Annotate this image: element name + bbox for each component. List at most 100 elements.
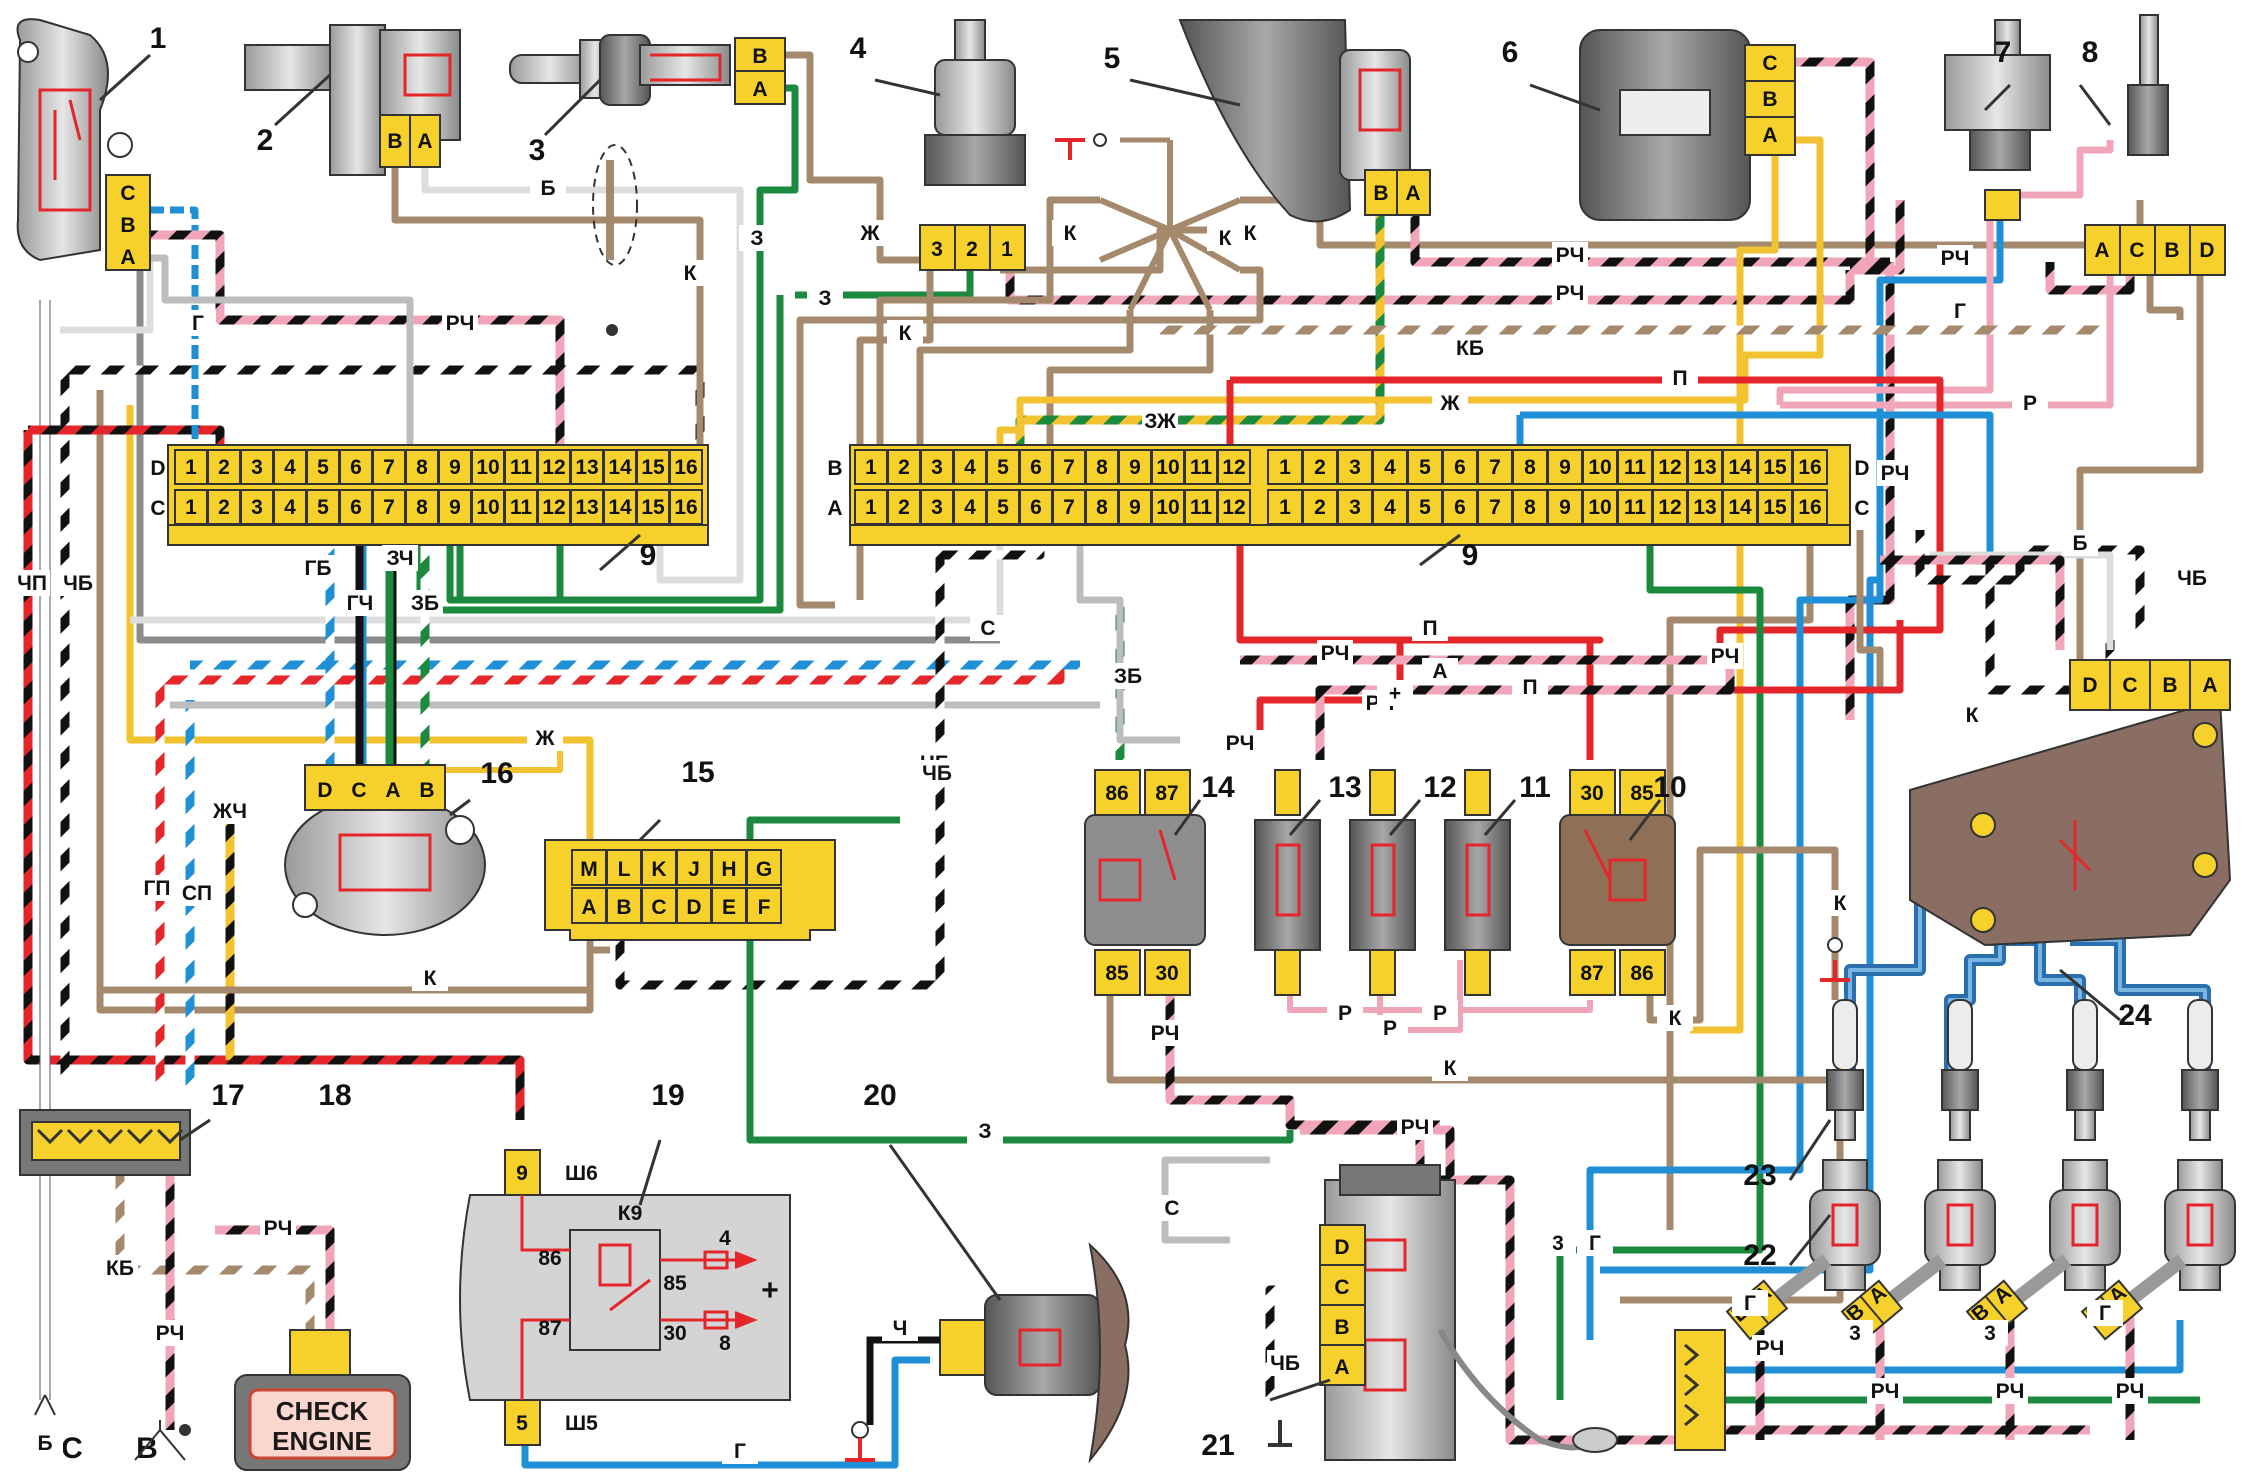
wire-color-label: П bbox=[1672, 367, 1687, 390]
ecu-right-b-pin-c: 16 bbox=[1798, 496, 1821, 519]
ecu-right-b-pin-d: 5 bbox=[1419, 456, 1431, 479]
ecu-right-a-pin-a: 1 bbox=[865, 496, 877, 519]
wire-label-bg bbox=[1110, 663, 1146, 689]
wire-label-bg bbox=[1372, 1015, 1408, 1041]
wire-kb-17 bbox=[75, 1165, 315, 1330]
pin-cell bbox=[1512, 449, 1548, 485]
pin-cell bbox=[1792, 449, 1828, 485]
component-number: 10 bbox=[1653, 771, 1686, 804]
ecu-left-pin-d: 11 bbox=[510, 456, 533, 479]
wire-brown-1 bbox=[96, 390, 610, 1014]
wire-brown-15 bbox=[100, 940, 594, 994]
ecu-right-b-pin-c: 8 bbox=[1524, 496, 1536, 519]
injector: BA bbox=[1725, 1159, 1881, 1341]
wire-color-label: РЧ bbox=[1321, 642, 1350, 665]
component-number: 1 bbox=[150, 22, 167, 55]
wire-color-label: С bbox=[1164, 1197, 1179, 1220]
wire-label-bg bbox=[1327, 1000, 1363, 1026]
pin: 30 bbox=[1155, 962, 1178, 985]
wire-color-label: Г bbox=[1744, 1292, 1756, 1315]
wire-label-bg bbox=[139, 875, 175, 901]
wire-green-fan bbox=[746, 816, 1294, 1144]
wire-label-bg bbox=[1432, 1055, 1468, 1081]
wire-rc-1 bbox=[150, 230, 565, 480]
wire-color-label: РЧ bbox=[2116, 1380, 2145, 1403]
wire-white-b-right bbox=[1930, 551, 2114, 650]
diag-pin: H bbox=[721, 858, 736, 881]
pin-cell bbox=[1722, 489, 1758, 525]
row-label: A bbox=[827, 497, 842, 520]
ecu-right-b-pin-c: 4 bbox=[1384, 496, 1396, 519]
wire-brown-k4 bbox=[796, 266, 1264, 609]
wire-label-bg bbox=[1432, 390, 1468, 416]
pin: C bbox=[2129, 239, 2144, 262]
wire-rc-branch bbox=[1850, 200, 1905, 275]
pin-cell bbox=[1184, 449, 1218, 485]
wire-label-bg bbox=[179, 880, 215, 906]
wire-color-label: ГП bbox=[144, 877, 171, 900]
wire-color-label: К bbox=[1219, 227, 1232, 250]
ecu-left-pin-c: 2 bbox=[218, 496, 230, 519]
wire-color-label: РЧ bbox=[1151, 1022, 1180, 1045]
pin: A bbox=[1405, 182, 1420, 205]
wire-label-bg bbox=[852, 220, 888, 246]
ecu-left-pin-d: 3 bbox=[251, 456, 263, 479]
wire-label-bg bbox=[212, 798, 248, 824]
wire-color-label: Р bbox=[1383, 1017, 1397, 1040]
wire-label-bg bbox=[1867, 1378, 1903, 1404]
star-node bbox=[1098, 140, 1242, 312]
pin: B bbox=[2162, 674, 2177, 697]
wire-color-label: ЧП bbox=[17, 572, 47, 595]
ecu-left-pin-c: 14 bbox=[608, 496, 632, 519]
pin-cell bbox=[471, 489, 505, 525]
pin: 8 bbox=[719, 1332, 731, 1355]
wire-label-bg bbox=[180, 310, 216, 336]
wire-color-label: ГЧ bbox=[347, 592, 374, 615]
wire-label-bg bbox=[1317, 640, 1353, 666]
diag-pin: D bbox=[686, 896, 701, 919]
ecu-right-b-pin-d: 4 bbox=[1384, 456, 1396, 479]
spark-plug bbox=[1826, 999, 1864, 1141]
component-number: 15 bbox=[681, 756, 714, 789]
pin-cell bbox=[306, 449, 340, 485]
wire-color-label: Ч bbox=[893, 1317, 908, 1340]
fuse-12 bbox=[1349, 769, 1416, 996]
ecu-left-pin-c: 13 bbox=[575, 496, 598, 519]
ecu-left-pin-d: 9 bbox=[449, 456, 461, 479]
ecu-right-a-pin-a: 12 bbox=[1222, 496, 1245, 519]
ecu-right-a-pin-a: 5 bbox=[997, 496, 1009, 519]
spark-plugs-23 bbox=[1826, 999, 2219, 1141]
sensor-6: C B A bbox=[1579, 29, 1796, 221]
wire-green-ecu-r bbox=[1556, 530, 1764, 1400]
ecu-right-a-pin-b: 11 bbox=[1190, 456, 1213, 479]
ecu-right-b-pin-d: 11 bbox=[1624, 456, 1647, 479]
injector-harness-connector bbox=[1674, 1329, 1726, 1451]
pin-cell bbox=[606, 887, 642, 924]
row-label: D bbox=[1854, 457, 1869, 480]
pin-cell bbox=[174, 449, 208, 485]
ecu-left-pin-d: 10 bbox=[476, 456, 499, 479]
ecu-left-pin-d: 4 bbox=[284, 456, 296, 479]
ecu-right-a-pin-b: 4 bbox=[964, 456, 976, 479]
wire-color-label: З bbox=[750, 227, 763, 250]
ecu-left-pin-d: 2 bbox=[218, 456, 230, 479]
wire-color-label: Ж bbox=[1440, 392, 1461, 415]
idle-motor-pin: D bbox=[317, 779, 332, 802]
pin-cell bbox=[570, 489, 604, 525]
ecu-left-pin-d: 8 bbox=[416, 456, 428, 479]
pin: 86 bbox=[538, 1247, 561, 1270]
pin-cell bbox=[1217, 489, 1251, 525]
ecu-right-a-pin-b: 10 bbox=[1156, 456, 1179, 479]
check-engine-line1: CHECK bbox=[276, 1396, 369, 1426]
wire-color-label: ЖЧ bbox=[212, 800, 247, 823]
wire-label-bg bbox=[14, 570, 50, 596]
pin: D bbox=[1334, 1236, 1349, 1259]
ecu-left-pin-c: 11 bbox=[510, 496, 533, 519]
wire-brown-k5 bbox=[916, 310, 1134, 480]
diag-pin: A bbox=[581, 896, 596, 919]
pin-cell bbox=[1372, 449, 1408, 485]
pin: A bbox=[120, 246, 135, 269]
row-label: D bbox=[150, 457, 165, 480]
